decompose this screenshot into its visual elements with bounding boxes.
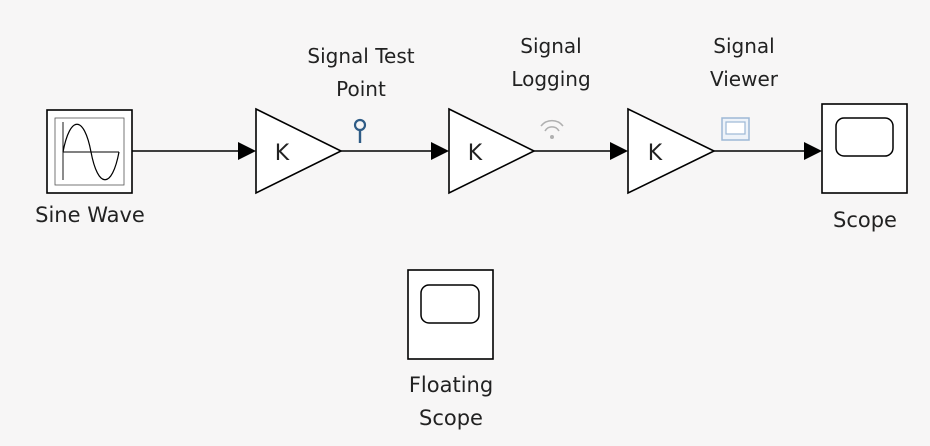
gain-3-symbol: K — [648, 141, 663, 166]
scope-label: Scope — [833, 208, 897, 232]
floating-scope-label-line2: Scope — [419, 406, 483, 430]
signal-viewer-label-line2: Viewer — [710, 67, 779, 91]
signal-viewer-label-line1: Signal — [713, 34, 774, 58]
signal-test-point-label-line1: Signal Test — [307, 44, 414, 68]
magnifier-icon[interactable] — [353, 118, 367, 143]
sine-wave-label: Sine Wave — [35, 203, 145, 227]
floating-scope-screen-icon — [420, 284, 480, 324]
gain-block-2[interactable]: K — [448, 107, 536, 195]
viewer-screen-icon[interactable] — [721, 117, 750, 141]
scope-block[interactable] — [821, 103, 908, 194]
sine-wave-block[interactable] — [46, 109, 133, 194]
arrowhead-gain1-input — [238, 142, 256, 160]
sine-wave-icon — [62, 122, 120, 181]
arrowhead-gain3-input — [610, 142, 628, 160]
signal-logging-label-line1: Signal — [520, 34, 581, 58]
arrowhead-scope-input — [804, 142, 822, 160]
floating-scope-block[interactable] — [407, 269, 494, 360]
arrowhead-gain2-input — [431, 142, 449, 160]
signal-test-point-label-line2: Point — [336, 77, 386, 101]
floating-scope-label-line1: Floating — [409, 373, 493, 397]
gain-1-symbol: K — [275, 141, 290, 166]
wifi-logging-icon[interactable] — [540, 119, 564, 139]
gain-block-3[interactable]: K — [627, 107, 716, 195]
gain-2-symbol: K — [468, 141, 483, 166]
gain-block-1[interactable]: K — [255, 107, 343, 195]
signal-logging-label-line2: Logging — [511, 67, 590, 91]
scope-screen-icon — [835, 117, 894, 157]
